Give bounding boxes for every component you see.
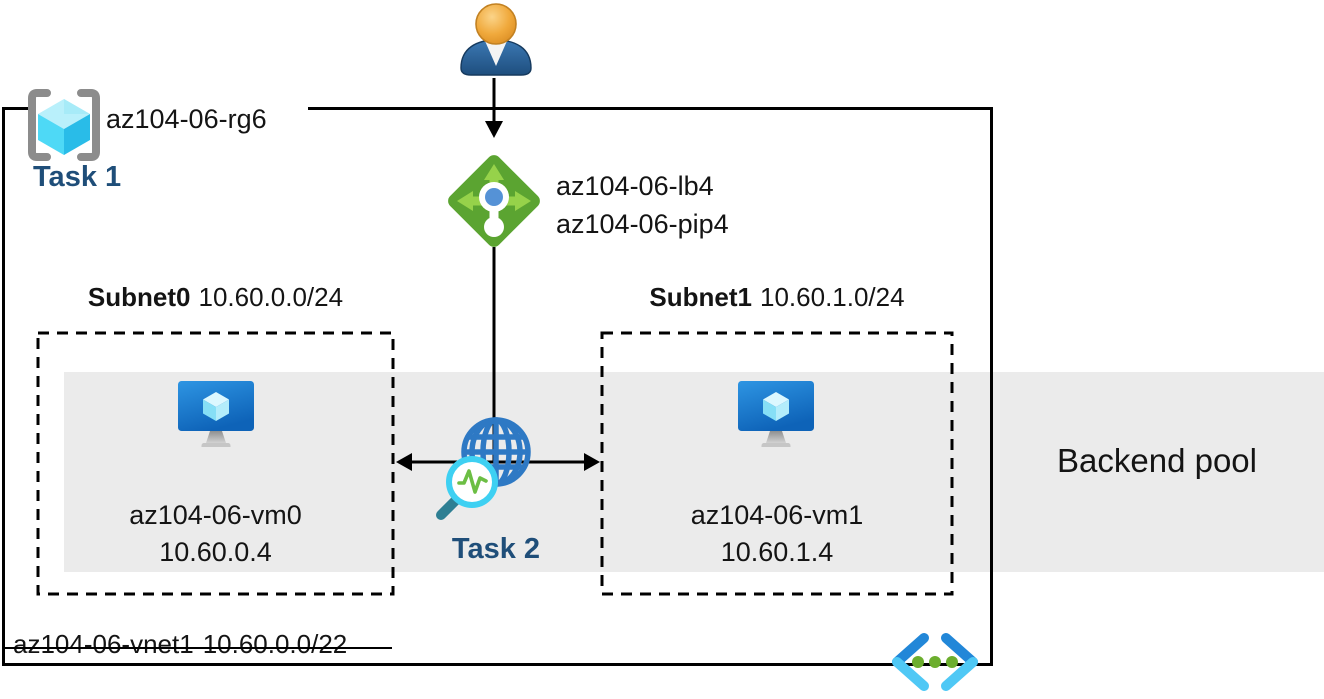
user-icon — [460, 3, 532, 76]
backend-pool-label: Backend pool — [1057, 442, 1257, 479]
backend-pool-band — [64, 372, 1324, 572]
globe-magnifier-icon — [436, 417, 531, 520]
vm1-ip: 10.60.1.4 — [720, 537, 834, 567]
vm0-ip: 10.60.0.4 — [159, 537, 272, 567]
vnet-label-strike-line — [2, 647, 392, 649]
subnet0-dashed-box — [36, 331, 395, 596]
virtual-machine-icon — [178, 381, 254, 447]
load-balancer-labels: az104-06-lb4 az104-06-pip4 — [556, 167, 729, 243]
virtual-machine-icon — [738, 381, 814, 447]
task1-label: Task 1 — [33, 161, 122, 193]
resource-group-name: az104-06-rg6 — [106, 104, 267, 134]
user-to-lb-arrowhead — [485, 121, 503, 138]
left-arrowhead — [396, 453, 412, 471]
public-ip-name: az104-06-pip4 — [556, 209, 729, 239]
vm0-name: az104-06-vm0 — [129, 500, 302, 530]
task2-label: Task 2 — [451, 533, 541, 565]
subnet1-label: Subnet1 10.60.1.0/24 — [602, 282, 952, 313]
subnet1-cidr: 10.60.1.0/24 — [760, 282, 905, 312]
vnet-label: az104-06-vnet1 10.60.0.0/22 — [13, 629, 356, 660]
vnet-name: az104-06-vnet1 — [13, 629, 194, 659]
vnet-cidr: 10.60.0.0/22 — [202, 629, 348, 659]
subnet1-name: Subnet1 — [649, 282, 752, 312]
load-balancer-icon — [448, 155, 540, 247]
subnet0-cidr: 10.60.0.0/24 — [198, 282, 344, 312]
subnet1-dashed-box — [600, 331, 954, 596]
vm1-name: az104-06-vm1 — [690, 500, 864, 530]
resource-group-boundary — [2, 107, 993, 666]
resource-group-icon — [28, 89, 100, 161]
load-balancer-name: az104-06-lb4 — [556, 171, 714, 201]
right-arrowhead — [584, 453, 600, 471]
subnet0-name: Subnet0 — [87, 282, 191, 312]
virtual-network-icon — [892, 633, 978, 691]
